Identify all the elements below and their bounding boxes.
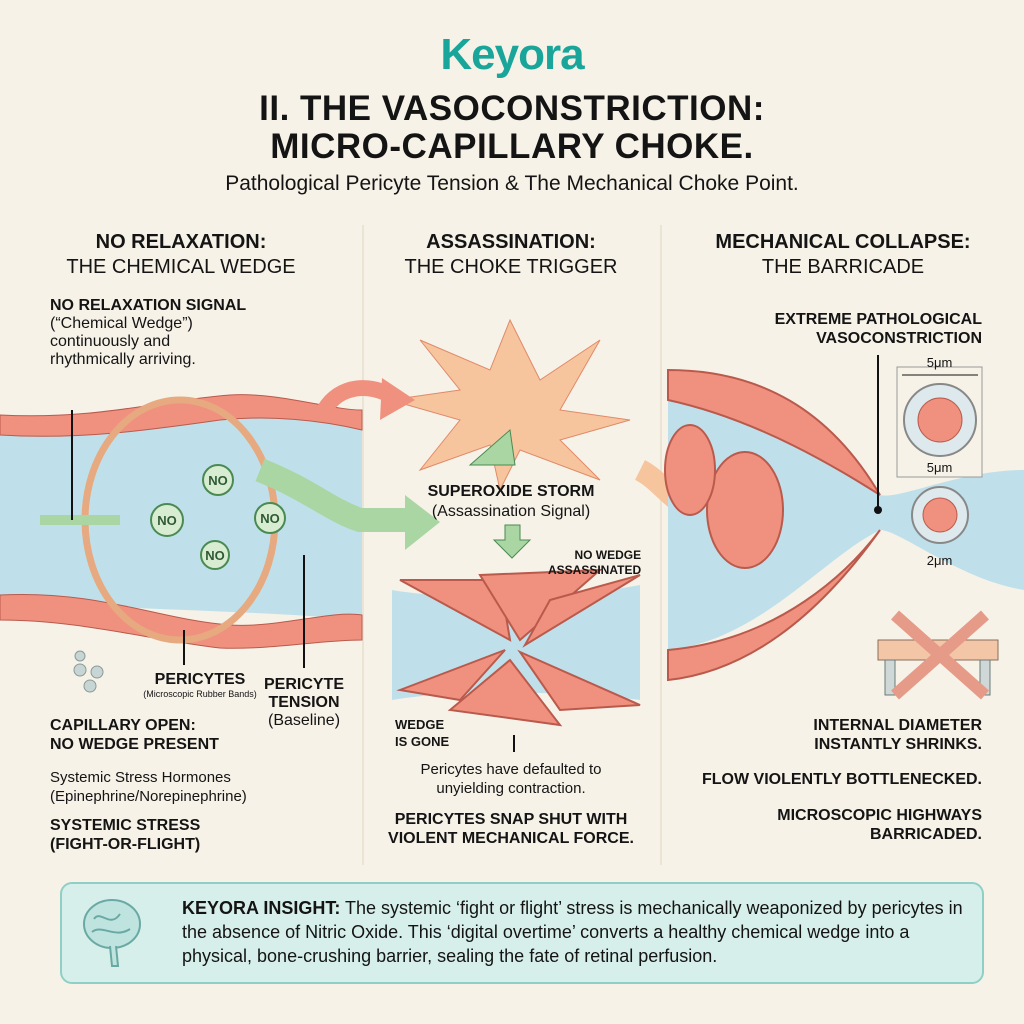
no-molecule [200, 540, 230, 570]
title-line-2: MICRO-CAPILLARY CHOKE. [270, 127, 754, 166]
keyora-logo: Keyora [440, 30, 584, 79]
label-line: SYSTEMIC STRESS [50, 817, 201, 834]
label-line: NO WEDGE PRESENT [50, 736, 219, 753]
label-line: WEDGE [395, 717, 445, 732]
capillary-open-label: CAPILLARY OPEN: NO WEDGE PRESENT [50, 716, 219, 754]
no-molecule [254, 502, 286, 534]
label-title: PERICYTE [263, 676, 344, 693]
column-divider [362, 225, 364, 865]
flow-bottleneck-label: FLOW VIOLENTLY BOTTLENECKED. [701, 771, 982, 788]
label-note: (Microscopic Rubber Bands) [143, 689, 257, 699]
red-blood-cell [664, 424, 716, 516]
label-line: BARRICADED. [870, 826, 982, 843]
label-title: NO RELAXATION SIGNAL [50, 297, 247, 314]
label-title: SUPEROXIDE STORM [427, 483, 595, 500]
column-divider [660, 225, 662, 865]
pericytes-label: PERICYTES (Microscopic Rubber Bands) [140, 670, 260, 699]
wedge-gone-label: WEDGE IS GONE [395, 716, 449, 750]
stress-hormones-label: Systemic Stress Hormones (Epinephrine/No… [50, 768, 247, 806]
title-line-1: II. THE VASOCONSTRICTION: [259, 89, 765, 128]
label-line: INTERNAL DIAMETER [813, 717, 982, 734]
column-heading: MECHANICAL COLLAPSE: [715, 231, 971, 253]
keyora-insight-box: KEYORA INSIGHT: The systemic ‘fight or f… [60, 882, 984, 984]
no-molecule [202, 464, 234, 496]
label-title: TENSION [268, 694, 340, 711]
column-heading: NO RELAXATION: [95, 231, 267, 253]
no-label: NO [157, 513, 177, 528]
label-line: VASOCONSTRICTION [816, 330, 982, 347]
label-line: (Epinephrine/Norepinephrine) [50, 788, 247, 805]
column-heading-assassination: ASSASSINATION: THE CHOKE TRIGGER [362, 230, 660, 280]
superoxide-burst [389, 318, 631, 492]
red-blood-cell [917, 397, 963, 443]
dimension-bottom: 2μm [926, 553, 953, 568]
label-line: MICROSCOPIC HIGHWAYS [777, 807, 982, 824]
label-note: (Baseline) [267, 712, 341, 729]
extreme-vasoconstriction-label: EXTREME PATHOLOGICAL VASOCONSTRICTION [775, 310, 982, 348]
down-arrow [492, 524, 532, 559]
superoxide-storm-label: SUPEROXIDE STORM (Assassination Signal) [362, 482, 660, 522]
label-line: Systemic Stress Hormones [50, 769, 231, 786]
flow-arrowhead [405, 495, 440, 550]
diameter-shrinks-label: INTERNAL DIAMETER INSTANTLY SHRINKS. [813, 716, 982, 754]
dimension-mid: 5μm [926, 460, 953, 475]
compressed-blood-cells [922, 497, 958, 533]
defaulted-contraction-label: Pericytes have defaulted to unyielding c… [362, 760, 660, 798]
label-line: PERICYTES SNAP SHUT WITH [394, 811, 628, 828]
insight-label: KEYORA INSIGHT: [182, 898, 341, 918]
label-note: (Assassination Signal) [431, 503, 591, 520]
no-molecule [150, 503, 184, 537]
label-line: INSTANTLY SHRINKS. [814, 736, 982, 753]
label-line: CAPILLARY OPEN: [50, 717, 196, 734]
no-label: NO [205, 548, 225, 563]
highways-barricaded-label: MICROSCOPIC HIGHWAYS BARRICADED. [777, 806, 982, 844]
brain-icon [83, 899, 141, 967]
column-subheading: THE BARRICADE [761, 256, 925, 278]
label-title: PERICYTES [154, 671, 246, 688]
transition-arrowhead [380, 378, 415, 420]
no-label: NO [208, 473, 228, 488]
label-line: VIOLENT MECHANICAL FORCE. [388, 830, 634, 847]
pericyte-cell [0, 593, 363, 649]
label-line: unyielding contraction. [436, 780, 586, 797]
wedge-assassinated-label: NO WEDGE ASSASSINATED [548, 548, 641, 578]
dimension-top: 5μm [926, 355, 953, 370]
label-line: IS GONE [395, 734, 450, 749]
label-line: Pericytes have defaulted to [420, 761, 602, 778]
label-line: EXTREME PATHOLOGICAL [774, 311, 982, 328]
contracted-pericytes [396, 568, 641, 727]
barricade-icon [877, 610, 999, 700]
page-subtitle: Pathological Pericyte Tension & The Mech… [225, 172, 799, 195]
page-title: II. THE VASOCONSTRICTION: MICRO-CAPILLAR… [0, 90, 1024, 166]
no-signal-label: NO RELAXATION SIGNAL (“Chemical Wedge”) … [50, 297, 246, 369]
label-text: continuously and [50, 333, 171, 350]
label-text: rhythmically arriving. [50, 351, 196, 368]
label-line: ASSASSINATED [548, 563, 642, 577]
leader-dot [874, 506, 882, 514]
label-text: (“Chemical Wedge”) [50, 315, 193, 332]
pericyte-cell [667, 529, 881, 682]
systemic-stress-label: SYSTEMIC STRESS (FIGHT-OR-FLIGHT) [50, 816, 200, 854]
no-label: NO [260, 511, 280, 526]
column-heading-mechanical-collapse: MECHANICAL COLLAPSE: THE BARRICADE [662, 230, 1024, 280]
insight-body: The systemic ‘fight or flight’ stress is… [182, 898, 963, 966]
column-heading-no-relaxation: NO RELAXATION: THE CHEMICAL WEDGE [0, 230, 362, 280]
label-line: NO WEDGE [574, 548, 642, 562]
transition-arrow [312, 380, 394, 424]
flow-arrow [255, 458, 410, 532]
column-heading: ASSASSINATION: [426, 231, 596, 253]
pericyte-tension-label: PERICYTE TENSION (Baseline) [258, 676, 350, 730]
column-subheading: THE CHEMICAL WEDGE [66, 256, 296, 278]
insight-text: KEYORA INSIGHT: The systemic ‘fight or f… [182, 896, 972, 968]
column-subheading: THE CHOKE TRIGGER [404, 256, 618, 278]
snap-shut-label: PERICYTES SNAP SHUT WITH VIOLENT MECHANI… [362, 810, 660, 848]
hormone-burst-icon [73, 650, 104, 693]
label-line: (FIGHT-OR-FLIGHT) [50, 836, 201, 853]
red-blood-cell [706, 451, 784, 569]
pericyte-cell [667, 368, 881, 496]
